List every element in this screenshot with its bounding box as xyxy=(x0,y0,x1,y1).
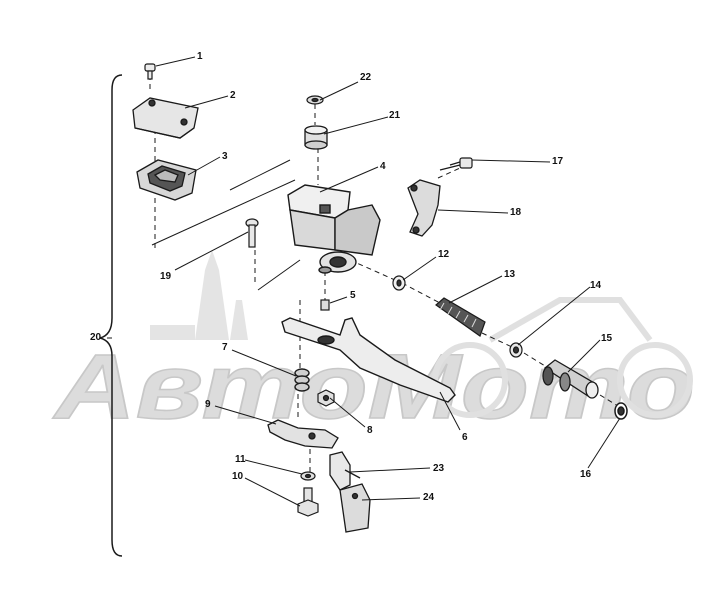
watermark-city-icon xyxy=(150,250,248,340)
callout-14: 14 xyxy=(590,280,602,291)
part-16-circlip xyxy=(614,402,628,420)
part-9-bracket xyxy=(267,419,339,449)
callout-9: 9 xyxy=(205,399,211,410)
part-13-boot xyxy=(435,297,486,337)
part-17-bolt xyxy=(439,157,473,171)
callout-17: 17 xyxy=(552,156,564,167)
callout-1: 1 xyxy=(197,51,203,62)
callout-23: 23 xyxy=(433,463,445,474)
callout-11: 11 xyxy=(235,454,246,465)
callout-2: 2 xyxy=(230,90,236,101)
part-1-screw xyxy=(144,63,156,80)
part-19-screw xyxy=(245,218,259,248)
part-24-plate xyxy=(339,483,371,533)
callout-18: 18 xyxy=(510,207,522,218)
callout-13: 13 xyxy=(504,269,516,280)
callout-20: 20 xyxy=(90,332,102,343)
callout-24: 24 xyxy=(423,492,435,503)
part-10-bolt xyxy=(297,487,319,517)
part-7-spring xyxy=(294,368,310,392)
callout-6: 6 xyxy=(462,432,468,443)
part-22-nut xyxy=(306,95,324,105)
alignment-lines xyxy=(149,75,619,500)
callout-10: 10 xyxy=(232,471,244,482)
part-3-diaphragm xyxy=(136,159,197,201)
part-14-ring xyxy=(509,342,523,358)
callout-5: 5 xyxy=(350,290,356,301)
part-4-master-cylinder xyxy=(287,184,381,274)
callout-8: 8 xyxy=(367,425,373,436)
callout-16: 16 xyxy=(580,469,592,480)
part-15-piston xyxy=(542,359,599,399)
part-21-cap xyxy=(304,125,328,150)
part-12-washer xyxy=(392,275,406,291)
callout-12: 12 xyxy=(438,249,450,260)
part-5-bushing xyxy=(320,299,330,311)
part-8-nut xyxy=(317,389,335,407)
callout-15: 15 xyxy=(601,333,613,344)
part-2-cover xyxy=(132,97,199,139)
callout-4: 4 xyxy=(380,161,386,172)
callout-21: 21 xyxy=(389,110,401,121)
callout-7: 7 xyxy=(222,342,228,353)
callout-19: 19 xyxy=(160,271,172,282)
assembly-brace xyxy=(99,74,123,557)
solid-guide-lines xyxy=(151,159,301,291)
part-11-washer xyxy=(300,471,316,481)
callout-22: 22 xyxy=(360,72,372,83)
part-18-clamp xyxy=(407,179,441,237)
part-23-switch xyxy=(329,451,361,491)
leader-lines xyxy=(107,56,621,507)
part-6-lever xyxy=(281,317,456,403)
callout-3: 3 xyxy=(222,151,228,162)
